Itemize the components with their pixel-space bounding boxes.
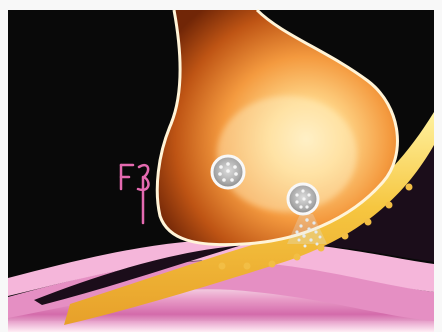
synaptic-vesicle-left: [212, 156, 244, 188]
terminal-highlight: [217, 96, 357, 212]
synaptic-vesicle-release: [288, 184, 318, 214]
